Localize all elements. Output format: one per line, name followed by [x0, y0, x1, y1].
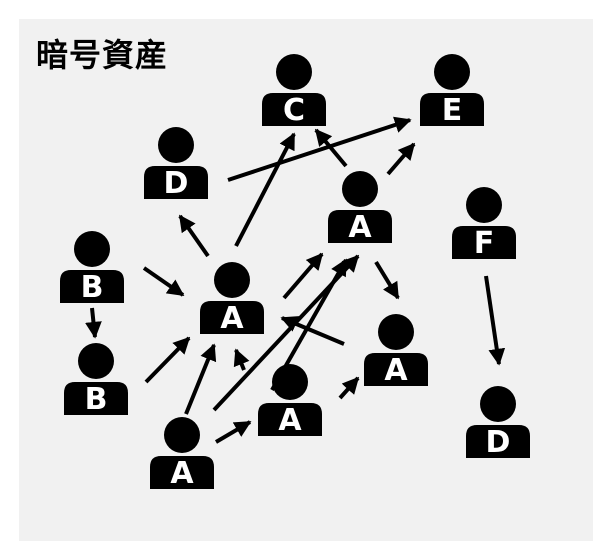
person-body: [258, 403, 322, 436]
person-node: A: [150, 417, 214, 491]
node-label: B: [85, 382, 108, 417]
person-body: [328, 210, 392, 243]
node-label: D: [164, 166, 189, 201]
arrow-edge: [314, 128, 348, 168]
person-node: A: [258, 364, 322, 438]
person-body: [60, 270, 124, 303]
person-node: D: [144, 127, 208, 201]
person-head: [276, 54, 312, 90]
node-label: C: [283, 93, 305, 128]
person-body: [466, 425, 530, 458]
arrow-edge: [338, 376, 360, 400]
person-head: [272, 364, 308, 400]
person-node: A: [200, 262, 264, 336]
arrow-edge: [184, 343, 217, 415]
person-body: [262, 93, 326, 126]
person-head: [466, 187, 502, 223]
person-head: [342, 171, 378, 207]
arrow-edge: [484, 275, 506, 366]
person-node: B: [60, 231, 124, 305]
person-node: E: [420, 54, 484, 128]
diagram-title: 暗号資産: [36, 36, 169, 74]
person-node: B: [64, 343, 128, 417]
person-body: [64, 382, 128, 415]
node-label: E: [442, 93, 463, 128]
arrow-edge: [178, 214, 210, 258]
arrow-edge: [386, 142, 416, 176]
arrow-edge: [280, 316, 345, 346]
person-head: [74, 231, 110, 267]
person-body: [144, 166, 208, 199]
node-label: B: [81, 270, 104, 305]
arrow-edge: [214, 420, 252, 444]
person-body: [150, 456, 214, 489]
person-node: A: [364, 314, 428, 388]
person-head: [158, 127, 194, 163]
person-node: A: [328, 171, 392, 245]
node-label: A: [170, 456, 194, 491]
node-label: A: [278, 403, 302, 438]
person-body: [420, 93, 484, 126]
node-label: D: [486, 425, 511, 460]
person-node: F: [452, 187, 516, 261]
node-label: F: [474, 226, 495, 261]
arrow-edge: [142, 266, 185, 297]
person-node: D: [466, 386, 530, 460]
person-head: [78, 343, 114, 379]
nodes: C E D A F B A: [60, 54, 530, 491]
arrow-edge: [227, 116, 412, 182]
person-head: [434, 54, 470, 90]
arrow-edge: [282, 252, 324, 300]
arrow-edge: [234, 132, 296, 247]
person-head: [378, 314, 414, 350]
node-label: A: [384, 353, 408, 388]
arrow-edge: [85, 307, 102, 339]
person-head: [480, 386, 516, 422]
node-label: A: [220, 301, 244, 336]
arrow-edge: [374, 260, 400, 300]
person-body: [452, 226, 516, 259]
arrow-edge: [144, 336, 191, 384]
person-head: [214, 262, 250, 298]
person-head: [164, 417, 200, 453]
person-body: [364, 353, 428, 386]
arrow-edge: [233, 348, 250, 371]
person-body: [200, 301, 264, 334]
node-label: A: [348, 210, 372, 245]
person-node: C: [262, 54, 326, 128]
